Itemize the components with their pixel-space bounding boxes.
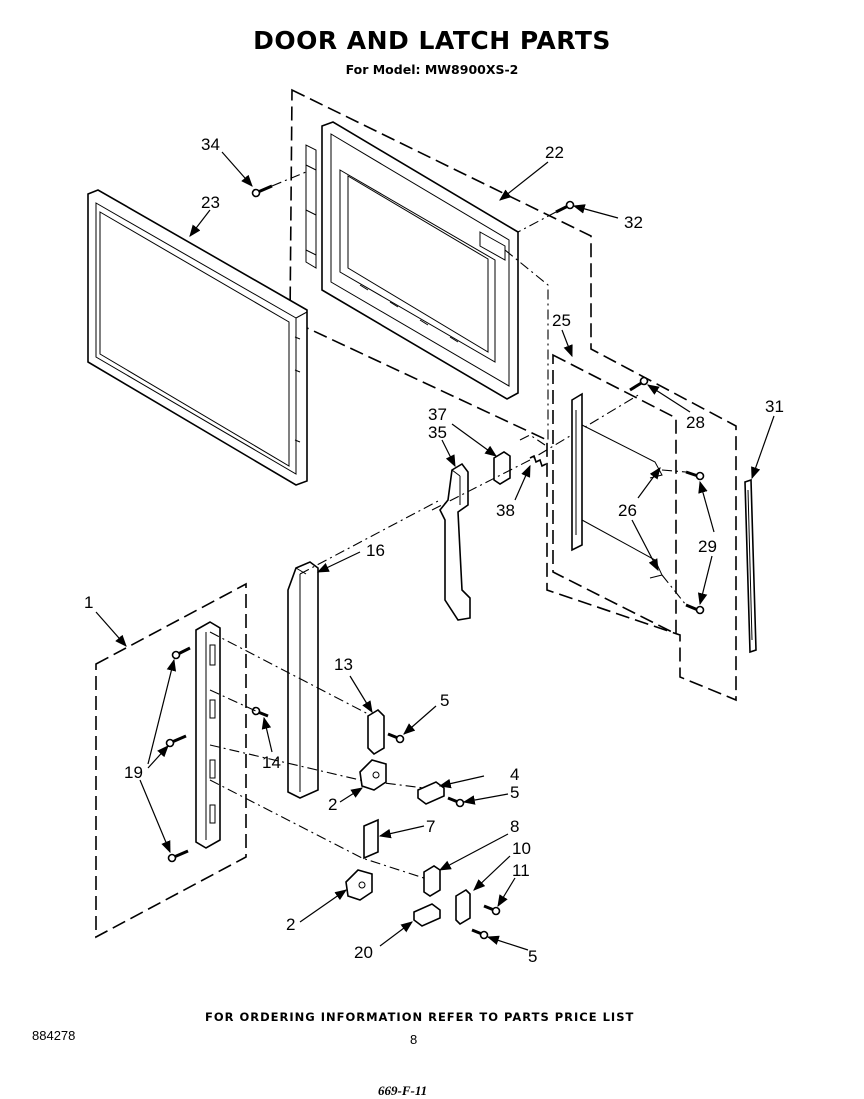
callout-5-bottom: 5 [528, 947, 537, 966]
door-panel-part-23 [87, 189, 308, 486]
latch-housing-part-25 [571, 392, 663, 579]
group-outline-latch-assembly [552, 353, 677, 636]
latch-slide-part-37 [493, 451, 511, 485]
switch-part-8 [423, 865, 441, 897]
ordering-info: FOR ORDERING INFORMATION REFER TO PARTS … [205, 1010, 635, 1024]
callout-8: 8 [510, 817, 519, 836]
handwritten-note: 669-F-11 [378, 1083, 428, 1098]
callout-29: 29 [698, 537, 717, 556]
callout-22: 22 [545, 143, 564, 162]
document-number: 884278 [32, 1028, 76, 1043]
screw-part-32 [555, 200, 575, 214]
bracket-part-13 [367, 708, 385, 756]
group-outline-latch-plate [95, 582, 247, 939]
callout-2-lower: 2 [286, 915, 295, 934]
stop-block-part-20 [413, 903, 441, 927]
callout-10: 10 [512, 839, 531, 858]
stop-block-part-4 [417, 781, 445, 805]
page-number: 8 [410, 1032, 418, 1047]
callout-11: 11 [512, 861, 530, 880]
screw-part-14 [251, 706, 269, 718]
callout-7: 7 [426, 817, 435, 836]
callout-19: 19 [124, 763, 143, 782]
callout-13: 13 [334, 655, 353, 674]
callout-32: 32 [624, 213, 643, 232]
callout-14: 14 [262, 753, 281, 772]
screw-part-29-upper [685, 470, 705, 481]
spring-part-38 [529, 454, 547, 468]
callout-5-middle: 5 [510, 783, 519, 802]
leader-lines [95, 151, 775, 951]
callout-25: 25 [552, 311, 571, 330]
callout-37: 37 [428, 405, 447, 424]
callout-34: 34 [201, 135, 220, 154]
latch-cam-part-2-lower [345, 869, 373, 901]
model-subtitle: For Model: MW8900XS-2 [345, 62, 519, 77]
door-frame-part-22 [305, 121, 519, 400]
callout-1: 1 [84, 593, 93, 612]
switch-part-10 [455, 888, 471, 926]
plate-part-7 [363, 818, 379, 860]
callout-23: 23 [201, 193, 220, 212]
callout-38: 38 [496, 501, 515, 520]
group-outline-door-frame [289, 88, 737, 702]
screw-part-19-mid [165, 734, 187, 748]
callout-28: 28 [686, 413, 705, 432]
screw-part-5-lower [471, 928, 489, 940]
callout-16: 16 [366, 541, 385, 560]
callout-31: 31 [765, 397, 784, 416]
callout-26: 26 [618, 501, 637, 520]
screw-part-5-middle [447, 796, 465, 808]
screw-part-29-lower [685, 603, 705, 615]
callout-20: 20 [354, 943, 373, 962]
latch-lever-part-35 [439, 462, 471, 621]
callout-4: 4 [510, 765, 519, 784]
screw-part-11 [483, 904, 501, 916]
callout-5-top: 5 [440, 691, 449, 710]
screw-part-19-bottom [167, 849, 189, 863]
latch-plate-part-1 [195, 621, 221, 849]
latch-cam-part-2-upper [359, 759, 387, 791]
screw-part-19-top [171, 646, 191, 660]
trim-strip-part-31 [744, 478, 757, 654]
callout-2-upper: 2 [328, 795, 337, 814]
screw-part-34 [251, 184, 273, 198]
page-title: DOOR AND LATCH PARTS [253, 26, 611, 55]
screw-part-28 [629, 376, 649, 392]
callout-35: 35 [428, 423, 447, 442]
screw-part-5-upper [387, 732, 405, 744]
